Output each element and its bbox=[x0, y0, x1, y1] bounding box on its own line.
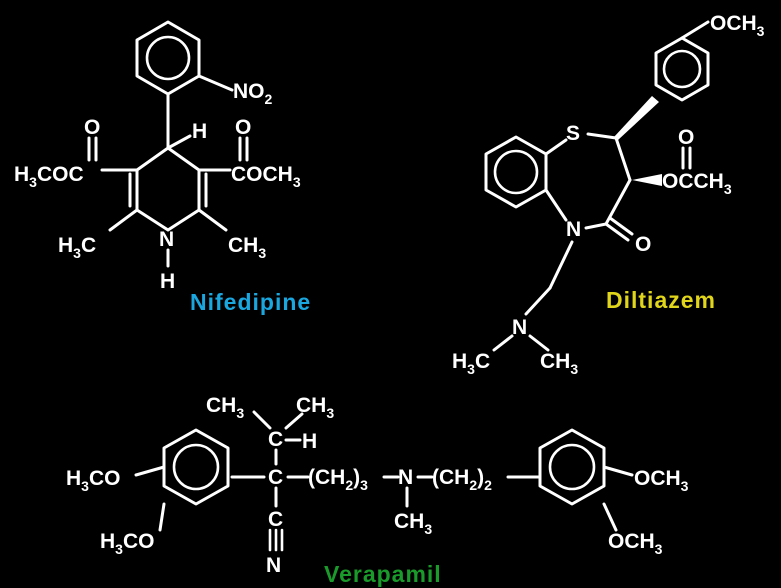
diltiazem-n-ring-label: N bbox=[566, 218, 581, 241]
verapamil-right-ring-aromatic-circle bbox=[548, 443, 596, 491]
verapamil-right-top-och3-bond bbox=[602, 465, 634, 477]
nifedipine-right-methyl-label: CH3 bbox=[228, 234, 266, 261]
diltiazem-lactam-double-a bbox=[604, 222, 630, 242]
verapamil-left-top-och3-label: H3CO bbox=[66, 467, 120, 494]
diltiazem-och3-label: OCH3 bbox=[710, 12, 765, 39]
diltiazem-s-label: S bbox=[566, 122, 580, 145]
verapamil-c-nitrile-label: C bbox=[268, 508, 283, 531]
verapamil-n-me-label: CH3 bbox=[394, 510, 432, 537]
verapamil-ch3-a-bond bbox=[252, 410, 272, 430]
diltiazem-n-amine-label: N bbox=[512, 316, 527, 339]
verapamil-c-top-label: C bbox=[268, 428, 283, 451]
diltiazem-benzo-s-bond bbox=[544, 138, 568, 156]
nifedipine-no2-bond bbox=[197, 74, 234, 92]
verapamil-ch3-b-label: CH3 bbox=[296, 394, 334, 421]
nifedipine-nh-label: H bbox=[160, 270, 175, 293]
nifedipine-right-methyl-bond bbox=[197, 208, 228, 232]
verapamil-ch3-b-bond bbox=[284, 412, 304, 430]
verapamil-ch3-a-label: CH3 bbox=[206, 394, 244, 421]
diltiazem-me-left-label: H3C bbox=[452, 350, 490, 377]
diltiazem-methoxyphenyl-aromatic-circle bbox=[662, 49, 702, 89]
diltiazem-c3-wedge bbox=[632, 174, 662, 186]
verapamil-left-ring bbox=[162, 428, 230, 506]
diltiazem-structure: OCH3 S N O OCCH3 O N H3C CH3 bbox=[452, 12, 765, 377]
verapamil-n-center-label: N bbox=[398, 466, 413, 489]
verapamil-left-bot-och3-bond bbox=[158, 502, 166, 532]
diltiazem-o-lactam-label: O bbox=[635, 233, 651, 256]
nifedipine-left-ester-label: H3COC bbox=[14, 163, 84, 190]
nifedipine-o-right-label: O bbox=[235, 116, 251, 139]
nifedipine-name-label: Nifedipine bbox=[190, 289, 311, 315]
diltiazem-n-me-right-bond bbox=[528, 334, 550, 352]
verapamil-left-ring-aromatic-circle bbox=[172, 443, 220, 491]
nifedipine-o-left-label: O bbox=[84, 116, 100, 139]
verapamil-right-bot-och3-label: OCH3 bbox=[608, 530, 663, 557]
nifedipine-right-ester-label: COCH3 bbox=[231, 163, 301, 190]
verapamil-h-top-label: H bbox=[302, 430, 317, 453]
nifedipine-no2-label: NO2 bbox=[233, 80, 273, 107]
diltiazem-och3-bond bbox=[680, 20, 710, 40]
verapamil-right-top-och3-label: OCH3 bbox=[634, 467, 689, 494]
diltiazem-c4-n-bond bbox=[584, 222, 608, 230]
diltiazem-n-me-left-bond bbox=[492, 334, 514, 352]
verapamil-chain1-label: (CH2)3 bbox=[308, 466, 368, 493]
verapamil-chain2-label: (CH2)2 bbox=[432, 466, 492, 493]
verapamil-left-top-och3-bond bbox=[134, 465, 166, 477]
diltiazem-name-label: Diltiazem bbox=[606, 287, 716, 313]
diltiazem-c2-c3-bond bbox=[614, 136, 632, 182]
diltiazem-lactam-double-b bbox=[608, 216, 634, 236]
nifedipine-structure: NO2 H N H O H3COC O COCH3 H3C CH3 bbox=[14, 20, 301, 293]
diltiazem-n-benzo-bond bbox=[544, 188, 568, 222]
diltiazem-chain-bond-2 bbox=[524, 286, 552, 316]
diltiazem-acetate-label: OCCH3 bbox=[662, 170, 732, 197]
diltiazem-benzo-aromatic-circle bbox=[493, 149, 539, 195]
verapamil-right-ring bbox=[538, 428, 606, 506]
diltiazem-s-c2-bond bbox=[586, 132, 618, 140]
verapamil-c-center-label: C bbox=[268, 466, 283, 489]
nifedipine-c4-h-label: H bbox=[192, 120, 207, 143]
nifedipine-phenyl-aromatic-circle bbox=[145, 35, 191, 81]
verapamil-structure: CH3 CH3 C H C C N H3CO H3CO (CH2)3 N CH3… bbox=[66, 394, 689, 577]
verapamil-left-bot-och3-label: H3CO bbox=[100, 530, 154, 557]
diltiazem-methoxyphenyl-ring bbox=[654, 36, 710, 102]
verapamil-name-label: Verapamil bbox=[324, 561, 442, 587]
nifedipine-c4-h-bond bbox=[166, 134, 192, 150]
diltiazem-me-right-label: CH3 bbox=[540, 350, 578, 377]
nifedipine-left-methyl-label: H3C bbox=[58, 234, 96, 261]
nifedipine-n-label: N bbox=[159, 228, 174, 251]
verapamil-right-bot-och3-bond bbox=[602, 502, 618, 532]
verapamil-n-nitrile-label: N bbox=[266, 554, 281, 577]
diltiazem-c2-wedge bbox=[614, 96, 659, 140]
diltiazem-chain-bond-1 bbox=[548, 240, 574, 290]
diltiazem-o-carbonyl-label: O bbox=[678, 126, 694, 149]
nifedipine-dhp-ring bbox=[135, 146, 201, 232]
nifedipine-left-methyl-bond bbox=[108, 208, 139, 232]
